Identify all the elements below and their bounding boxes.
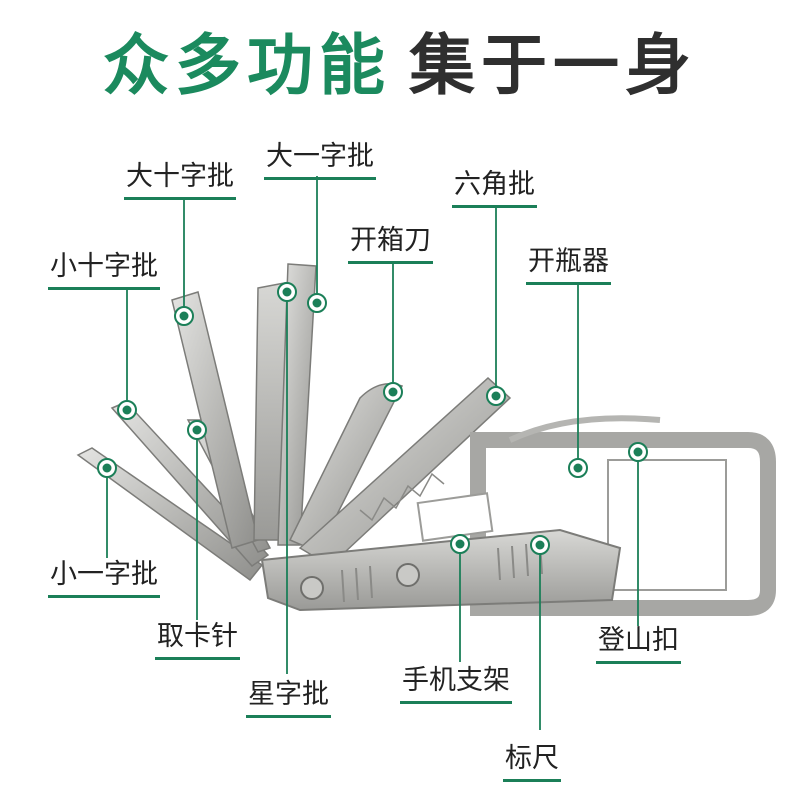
body-screw-left — [300, 576, 324, 600]
label-da-shizi: 大十字批 — [124, 160, 236, 200]
body-screw-right — [396, 563, 420, 587]
carabiner-frame — [470, 415, 776, 616]
headline-part-1: 众多功能 — [103, 27, 391, 104]
marker-kai-xiangdao — [383, 382, 403, 402]
page-headline: 众多功能集于一身 — [0, 26, 800, 106]
marker-da-yizi — [307, 293, 327, 313]
label-shouji-zhijia: 手机支架 — [400, 664, 512, 704]
marker-liujiao — [486, 386, 506, 406]
callout-markers — [97, 282, 648, 555]
cutter-blade — [288, 383, 404, 553]
tool-body — [260, 492, 622, 612]
marker-da-shizi — [174, 306, 194, 326]
marker-xiao-shizi — [117, 400, 137, 420]
marker-xingzi — [277, 282, 297, 302]
marker-shouji-zhijia — [450, 534, 470, 554]
label-xiao-yizi: 小一字批 — [48, 558, 160, 598]
label-qu-kazhen: 取卡针 — [155, 620, 240, 660]
leader-lines — [106, 176, 639, 730]
label-biaochi: 标尺 — [503, 742, 561, 782]
label-kai-pingqi: 开瓶器 — [526, 245, 611, 285]
marker-xiao-yizi — [97, 458, 117, 478]
marker-dengshankou — [628, 442, 648, 462]
headline-part-2: 集于一身 — [409, 27, 697, 104]
label-da-yizi: 大一字批 — [264, 140, 376, 180]
marker-kai-pingqi — [568, 458, 588, 478]
label-dengshankou: 登山扣 — [596, 624, 681, 664]
label-kai-xiangdao: 开箱刀 — [348, 224, 433, 264]
label-liujiao: 六角批 — [452, 168, 537, 208]
label-xingzi: 星字批 — [246, 678, 331, 718]
marker-qu-kazhen — [187, 420, 207, 440]
label-xiao-shizi: 小十字批 — [48, 250, 160, 290]
marker-biaochi — [530, 535, 550, 555]
